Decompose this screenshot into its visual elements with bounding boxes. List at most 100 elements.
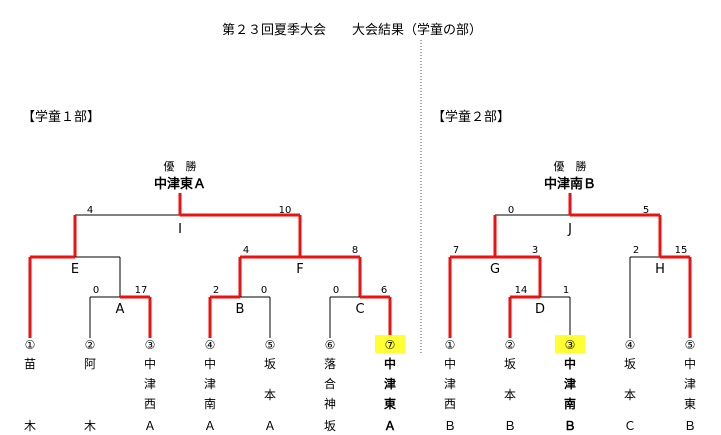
team-number: ① [25,338,36,352]
match-label: B [236,302,245,317]
team-number: ④ [205,338,216,352]
match-label: H [655,262,665,277]
score: 10 [279,205,292,216]
team-number: ⑤ [265,338,276,352]
score: 5 [643,205,649,216]
match-label: D [535,302,545,317]
team-name-char: 苗 [24,357,36,371]
team-number: ⑤ [685,338,696,352]
team-entry: ⑤ 坂本 Ａ [264,338,276,433]
match-label: C [355,302,364,317]
team-name-char: 中 [684,356,696,371]
score: 3 [532,245,538,256]
score: 15 [675,245,688,256]
team-suffix: Ａ [264,419,276,433]
team-name-char: 本 [264,388,276,402]
team-suffix: Ｂ [564,419,576,433]
team-name-char: 中 [444,356,456,371]
team-name-char: 中 [204,356,216,371]
team-entry: ⑦ 中津東Ａ [375,335,405,433]
team-number: ① [445,338,456,352]
team-suffix: Ｂ [684,419,696,433]
score: 17 [135,285,148,296]
team-name-char: 阿 [84,357,96,371]
team-suffix: Ｂ [504,419,516,433]
team-name-char: 津 [384,376,396,391]
score: 14 [515,285,528,296]
champion-label: 優 勝 [164,159,197,173]
score: 2 [633,245,639,256]
team-number: ③ [145,338,156,352]
team-number: ⑦ [385,338,396,352]
team-name-char: 中 [564,356,576,371]
team-number: ② [85,338,96,352]
team-entry: ① 苗木 [24,338,36,433]
team-name-char: 東 [684,397,696,411]
team-name-char: 津 [684,377,696,391]
team-suffix: Ｃ [624,419,636,433]
team-name-char: 津 [564,376,576,391]
match-label: E [71,262,79,277]
match-label: G [490,262,500,277]
team-name-char: 西 [444,397,456,411]
team-name-char: 本 [504,388,516,402]
team-name-char: 坂 [504,357,516,371]
team-name-char: 津 [444,377,456,391]
team-suffix: Ａ [204,419,216,433]
team-name-char: 坂 [624,357,636,371]
team-name-char: 南 [564,396,576,411]
team-suffix: 坂 [324,419,336,433]
team-name-char: 津 [144,377,156,391]
section-title: 【学童２部】 [432,109,510,125]
team-suffix: Ｂ [444,419,456,433]
section-title: 【学童１部】 [22,109,100,125]
champion-label: 優 勝 [554,159,587,173]
team-suffix: 木 [24,419,36,433]
team-name-char: 中 [144,356,156,371]
winner-highlight [375,335,405,353]
champion-name: 中津東Ａ [154,176,206,192]
page-title: 第２３回夏季大会 大会結果（学童の部） [222,22,482,38]
score: 7 [453,245,459,256]
score: 0 [333,285,339,296]
score: 8 [352,245,358,256]
team-number: ③ [565,338,576,352]
team-entry: ② 阿木 [84,338,96,433]
score: 0 [93,285,99,296]
match-label: J [567,222,572,237]
team-number: ④ [625,338,636,352]
team-suffix: 木 [84,419,96,433]
score: 4 [87,205,93,216]
score: 4 [243,245,249,256]
team-entry: ③ 中津南Ｂ [555,335,585,433]
team-name-char: 西 [144,397,156,411]
team-name-char: 東 [384,396,396,411]
team-name-char: 津 [204,377,216,391]
team-name-char: 坂 [264,357,276,371]
score: 6 [381,285,387,296]
team-suffix: Ａ [144,419,156,433]
team-name-char: 神 [324,397,336,411]
team-name-char: 落 [324,357,336,371]
team-suffix: Ａ [384,419,396,433]
score: 1 [563,285,569,296]
champion-name: 中津南Ｂ [544,176,596,192]
score: 0 [261,285,267,296]
match-label: I [178,222,182,237]
score: 0 [508,205,514,216]
team-name-char: 中 [384,356,396,371]
match-label: A [116,302,125,317]
team-name-char: 合 [324,376,336,391]
score: 2 [213,285,219,296]
match-label: F [296,262,303,277]
